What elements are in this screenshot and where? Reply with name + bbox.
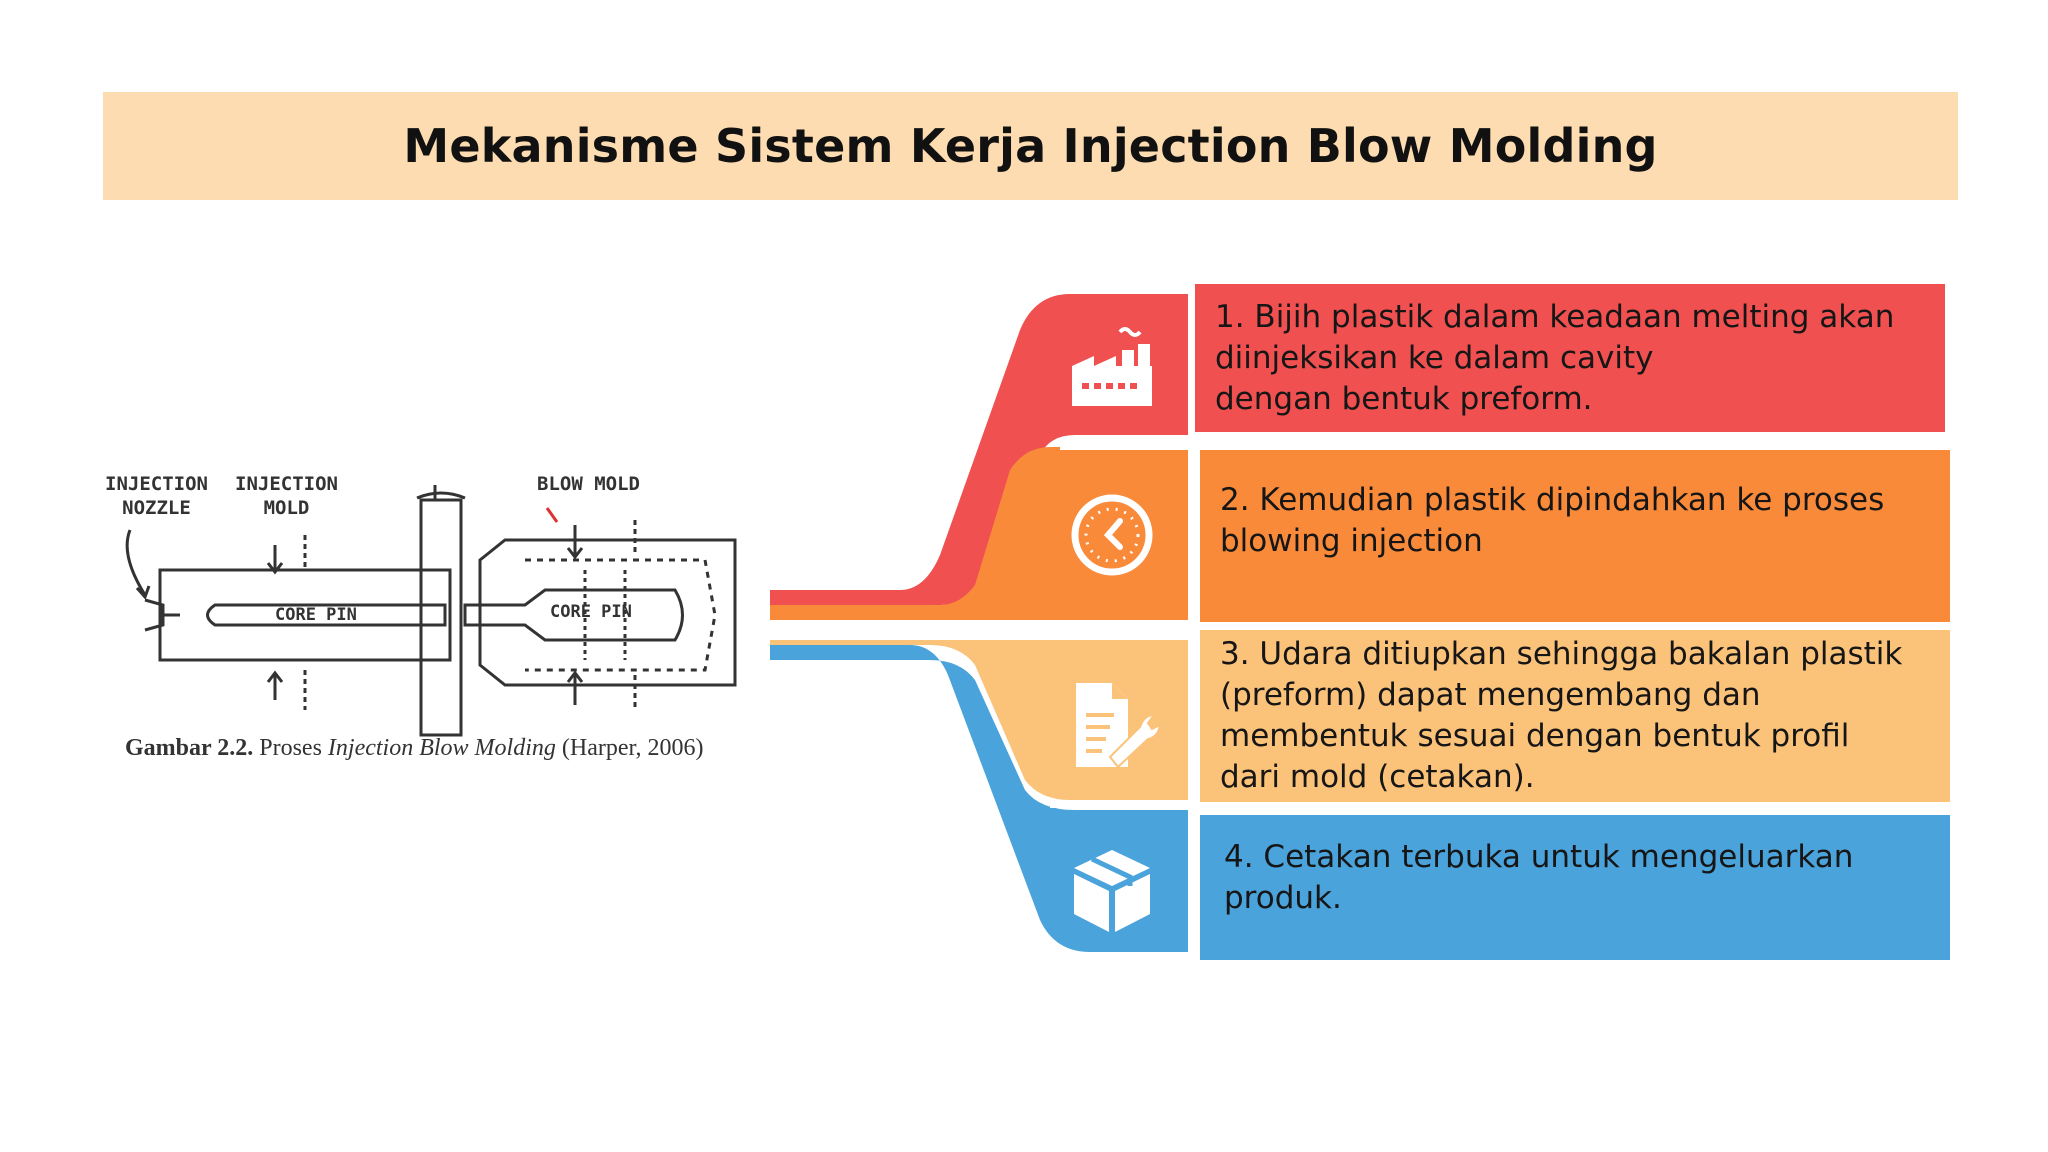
branch-blue <box>770 645 1188 952</box>
injection-nozzle-label: INJECTION NOZZLE <box>105 473 208 519</box>
injection-blow-molding-schematic <box>125 485 737 737</box>
clock-icon <box>1071 494 1153 576</box>
title-banner: Mekanisme Sistem Kerja Injection Blow Mo… <box>103 92 1958 200</box>
step-3-text: 3. Udara ditiupkan sehingga bakalan plas… <box>1220 636 1903 795</box>
caption-prefix: Gambar 2.2. <box>125 735 254 761</box>
step-1-text: 1. Bijih plastik dalam keadaan melting a… <box>1215 298 1895 417</box>
step-2-box: 2. Kemudian plastik dipindahkan ke prose… <box>1200 450 1950 622</box>
core-pin-label: CORE PIN <box>550 602 632 622</box>
core-pin-label: CORE PIN <box>275 605 357 625</box>
step-4-text: 4. Cetakan terbuka untuk mengeluarkan pr… <box>1224 839 1854 916</box>
page-title: Mekanisme Sistem Kerja Injection Blow Mo… <box>403 119 1658 173</box>
step-4-box: 4. Cetakan terbuka untuk mengeluarkan pr… <box>1200 815 1950 960</box>
step-2-text: 2. Kemudian plastik dipindahkan ke prose… <box>1220 482 1885 559</box>
process-figure: INJECTION NOZZLE INJECTION MOLD BLOW MOL… <box>105 460 745 780</box>
blow-mold-label: BLOW MOLD <box>537 473 640 495</box>
document-wrench-icon <box>1076 683 1162 769</box>
box-icon <box>1074 850 1150 932</box>
caption-italic: Injection Blow Molding <box>327 735 556 761</box>
caption-suffix: (Harper, 2006) <box>555 735 704 761</box>
factory-icon <box>1072 327 1152 406</box>
injection-mold-label: INJECTION MOLD <box>235 473 338 519</box>
caption-text: Proses <box>253 735 328 761</box>
figure-caption: Gambar 2.2. Proses Injection Blow Moldin… <box>125 735 704 762</box>
branch-orange <box>770 447 1188 620</box>
step-3-box: 3. Udara ditiupkan sehingga bakalan plas… <box>1200 630 1950 802</box>
step-1-box: 1. Bijih plastik dalam keadaan melting a… <box>1195 284 1945 432</box>
